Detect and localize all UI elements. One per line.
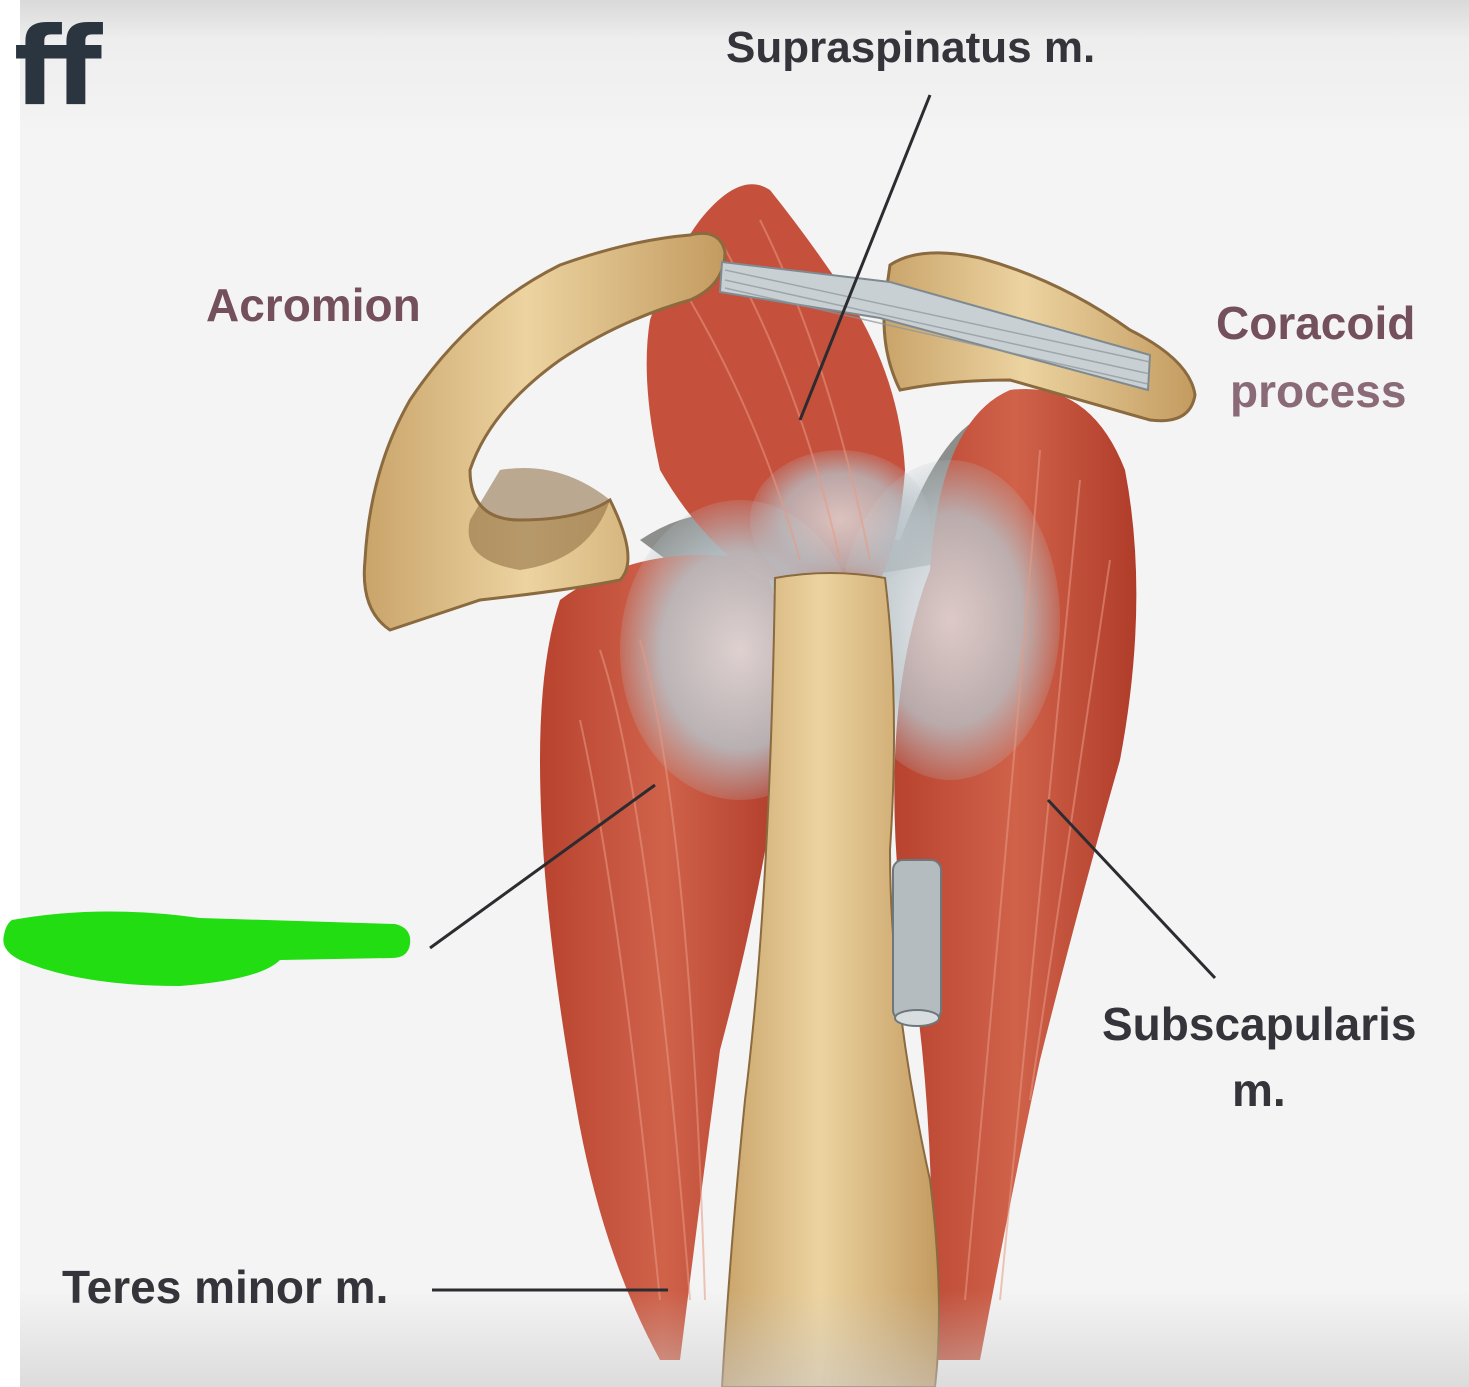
label-coracoid-line2: process	[1230, 365, 1407, 417]
label-subscapularis-line2: m.	[1232, 1064, 1286, 1116]
acromion-shadow	[468, 468, 610, 570]
label-subscapularis-line1: Subscapularis	[1102, 998, 1417, 1050]
leader-line-supraspinatus	[798, 94, 932, 421]
humerus-bone	[720, 572, 940, 1387]
label-teres-minor: Teres minor m.	[62, 1261, 389, 1313]
leader-line-infraspinatus	[429, 783, 656, 950]
acromion-bone	[362, 231, 727, 632]
slide-bottom-shade	[20, 1290, 1469, 1387]
label-acromion: Acromion	[206, 279, 421, 331]
leader-line-subscapularis	[1046, 798, 1217, 980]
slide-title-fragment: ff	[14, 5, 102, 130]
biceps-tendon-stump	[892, 859, 942, 1021]
label-supraspinatus: Supraspinatus m.	[726, 23, 1096, 72]
redaction-highlight-mark	[3, 911, 411, 986]
label-coracoid-line1: Coracoid	[1216, 297, 1416, 349]
tendon-fan-top	[750, 450, 930, 590]
ligament-fibers	[724, 269, 1151, 385]
